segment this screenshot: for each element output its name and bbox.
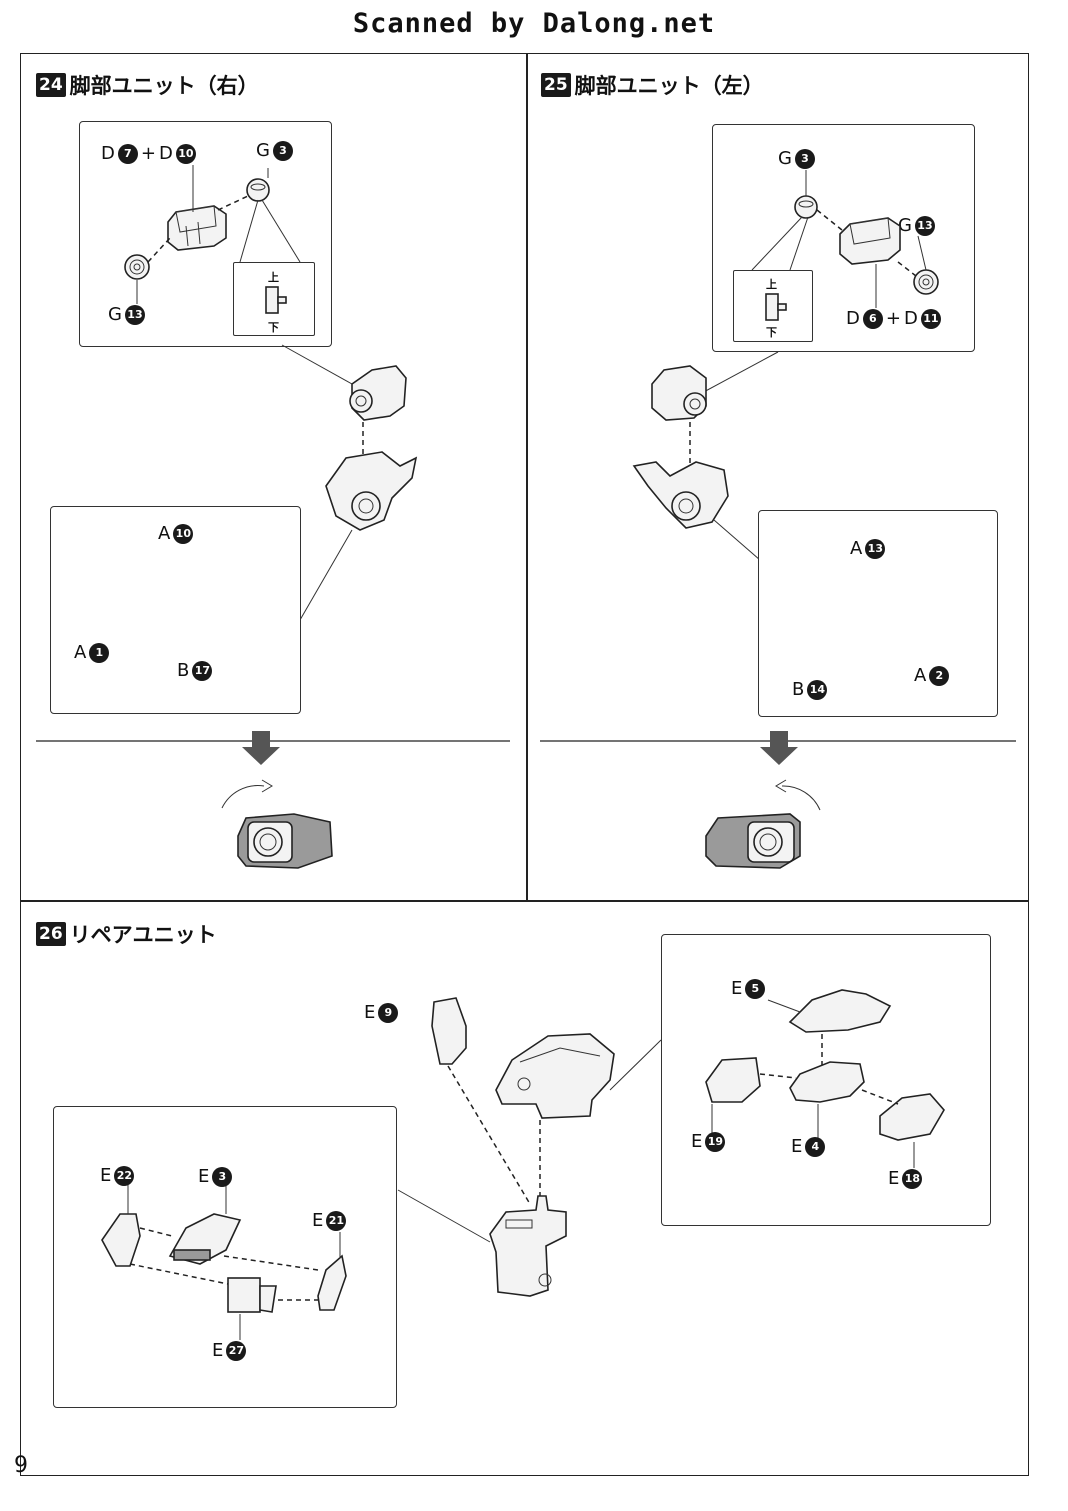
- leg-shell-part: [632, 461, 729, 529]
- orientation-down-label: 下: [766, 326, 777, 339]
- step-26-number: 26: [36, 922, 66, 946]
- repair-unit-upper-part: [495, 1033, 615, 1119]
- joint-housing-part: [167, 205, 227, 251]
- step-24-title: 24 脚部ユニット（右）: [36, 70, 259, 100]
- ball-joint-g3-part: [794, 195, 818, 219]
- part-e21: [317, 1254, 347, 1311]
- part-e18: [879, 1093, 945, 1141]
- step-26-title-text: リペアユニット: [69, 923, 217, 947]
- part-e9: [431, 997, 467, 1065]
- part-e22: [101, 1213, 141, 1267]
- step-25-title: 25 脚部ユニット（左）: [541, 70, 764, 100]
- assembled-joint-part: [349, 365, 407, 421]
- step-26-title: 26 リペアユニット: [36, 919, 217, 949]
- orientation-up-label: 上: [766, 278, 777, 291]
- part-e3: [168, 1213, 242, 1265]
- page-frame: [20, 53, 1029, 1476]
- ring-joint-g13-part: [124, 254, 150, 280]
- step-24-title-text: 脚部ユニット（右）: [69, 74, 259, 98]
- down-arrow-icon: [760, 731, 798, 765]
- step-24-result-part: [237, 813, 333, 869]
- orientation-up-label: 上: [268, 271, 279, 284]
- part-e27: [227, 1277, 277, 1313]
- joint-housing-part: [839, 217, 901, 265]
- leg-shell-part: [325, 451, 418, 531]
- step-25-result-part: [705, 813, 801, 869]
- divider-vertical: [526, 53, 528, 901]
- step-24-number: 24: [36, 73, 66, 97]
- orientation-part-icon: [765, 293, 787, 321]
- part-e19: [705, 1057, 761, 1103]
- step-25-number: 25: [541, 73, 571, 97]
- step-24-orientation-inset: 上 下: [233, 262, 315, 336]
- part-e4: [789, 1061, 865, 1103]
- scan-credit-header: Scanned by Dalong.net: [352, 8, 716, 39]
- step-25-orientation-inset: 上 下: [733, 270, 813, 342]
- page-number: 9: [14, 1453, 28, 1478]
- orientation-part-icon: [265, 286, 287, 314]
- part-e5: [788, 989, 892, 1033]
- down-arrow-icon: [242, 731, 280, 765]
- repair-unit-lower-part: [489, 1195, 567, 1297]
- divider-horizontal: [20, 900, 1029, 902]
- assembled-joint-part: [651, 365, 707, 421]
- step-25-title-text: 脚部ユニット（左）: [574, 74, 764, 98]
- orientation-down-label: 下: [268, 321, 279, 334]
